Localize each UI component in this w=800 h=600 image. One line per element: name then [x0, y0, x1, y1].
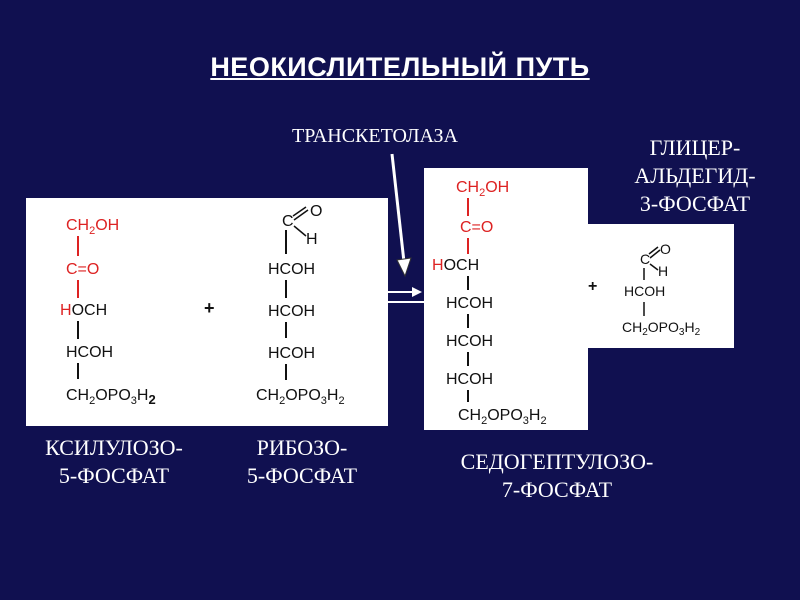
glyceraldehyde-structure: C O H HCOH CH2OPO3H2	[622, 241, 701, 338]
sedoheptulose-label: СЕДОГЕПТУЛОЗО- 7-ФОСФАТ	[460, 449, 654, 502]
plus-sign-1: +	[204, 298, 215, 318]
svg-text:HCOH: HCOH	[446, 371, 493, 388]
glyceraldehyde-label: ГЛИЦЕР- АЛЬДЕГИД- 3-ФОСФАТ	[634, 135, 756, 216]
xylulose-c2: C=O	[66, 261, 99, 278]
xylulose-label: КСИЛУЛОЗО- 5-ФОСФАТ	[45, 435, 183, 488]
sedoheptulose-structure: CH2OH C=O HOCH HCOH HCOH HCOH CH2OPO3H2	[432, 179, 547, 427]
equilibrium-arrows	[320, 287, 424, 307]
ribose-c5: CH2OPO3H2	[256, 387, 345, 407]
ribose-c2: HCOH	[268, 261, 315, 278]
svg-text:H: H	[306, 231, 318, 248]
svg-text:C: C	[640, 251, 650, 267]
svg-text:C=O: C=O	[460, 219, 493, 236]
svg-text:H: H	[658, 263, 668, 279]
ribose-structure: C O H HCOH HCOH HCOH CH2OPO3H2	[256, 203, 345, 407]
svg-text:CH2OH: CH2OH	[456, 179, 509, 199]
svg-text:HOCH: HOCH	[432, 257, 479, 274]
substrates-panel: CH2OH C=O HOCH HCOH CH2OPO3H2 + C O H HC…	[26, 198, 388, 426]
xylulose-c3: HOCH	[60, 302, 107, 319]
svg-text:C: C	[282, 213, 294, 230]
svg-text:CH2OPO3H2: CH2OPO3H2	[622, 319, 701, 338]
page-title: НЕОКИСЛИТЕЛЬНЫЙ ПУТЬ	[210, 52, 590, 82]
svg-text:HCOH: HCOH	[446, 333, 493, 350]
xylulose-structure: CH2OH C=O HOCH HCOH CH2OPO3H2	[60, 217, 156, 407]
svg-text:O: O	[310, 203, 322, 220]
svg-text:O: O	[660, 241, 671, 257]
sedoheptulose-panel: CH2OH C=O HOCH HCOH HCOH HCOH CH2OPO3H2	[424, 168, 588, 430]
xylulose-c1: CH2OH	[66, 217, 119, 237]
ribose-label: РИБОЗО- 5-ФОСФАТ	[246, 435, 358, 488]
enzyme-arrow	[390, 153, 412, 278]
svg-text:HCOH: HCOH	[624, 283, 665, 299]
glyceraldehyde-panel: + C O H HCOH CH2OPO3H2	[584, 224, 734, 348]
xylulose-c4: HCOH	[66, 344, 113, 361]
enzyme-label: ТРАНСКЕТОЛАЗА	[292, 125, 458, 147]
svg-text:HCOH: HCOH	[446, 295, 493, 312]
ribose-c4: HCOH	[268, 345, 315, 362]
plus-sign-2: +	[588, 278, 598, 295]
svg-text:CH2OPO3H2: CH2OPO3H2	[458, 407, 547, 427]
xylulose-c5: CH2OPO3H2	[66, 387, 156, 407]
ribose-c3: HCOH	[268, 303, 315, 320]
